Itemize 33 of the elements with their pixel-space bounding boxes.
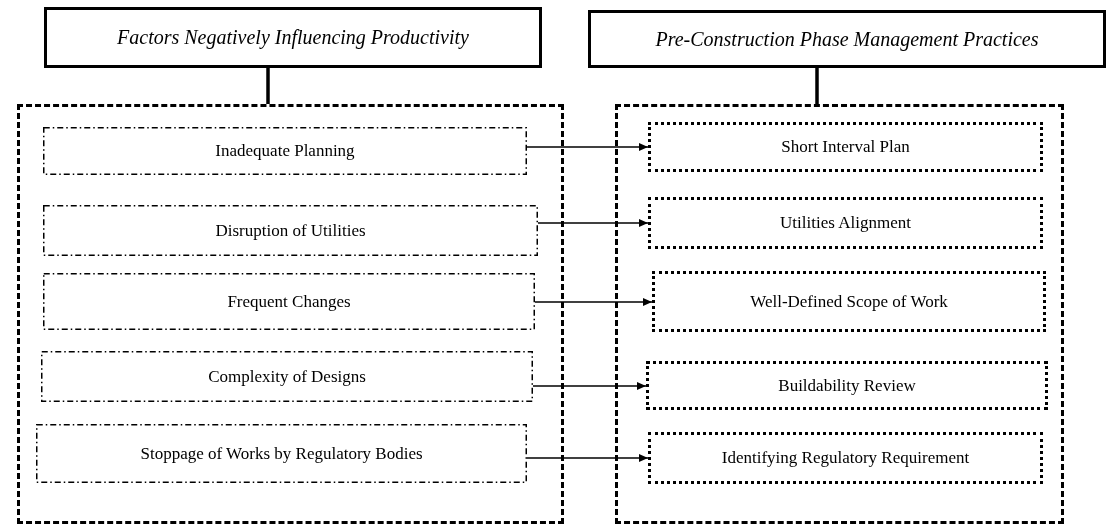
box-label: Disruption of Utilities: [215, 220, 366, 241]
box-label: Utilities Alignment: [780, 213, 911, 233]
box-label: Buildability Review: [778, 375, 916, 396]
factor-box: [41, 351, 533, 402]
box-label: Inadequate Planning: [215, 141, 355, 161]
factor-box: [43, 273, 535, 330]
connector-line: [815, 68, 819, 104]
box-label: Short Interval Plan: [781, 137, 910, 157]
dashed-group-box: [615, 104, 1064, 524]
arrow: [534, 298, 653, 306]
arrow: [537, 219, 649, 227]
practice-box: [652, 271, 1046, 332]
dashed-group-box: [17, 104, 564, 524]
heading-box: [44, 7, 542, 68]
heading-text: Pre-Construction Phase Management Practices: [655, 27, 1039, 51]
factor-box: [36, 424, 527, 483]
arrow: [532, 382, 647, 390]
box-label: Stoppage of Works by Regulatory Bodies: [140, 443, 423, 464]
heading-box: [588, 10, 1106, 68]
factor-box: [43, 205, 538, 256]
practice-box: [648, 432, 1043, 484]
factor-box: [43, 127, 527, 175]
heading-text: Factors Negatively Influencing Productivity: [117, 26, 469, 49]
practice-box: [646, 361, 1048, 410]
arrow: [526, 143, 649, 151]
box-label: Complexity of Designs: [208, 366, 366, 387]
box-label: Frequent Changes: [227, 291, 351, 312]
box-label: Well-Defined Scope of Work: [750, 291, 948, 312]
practice-box: [648, 197, 1043, 249]
arrow: [526, 454, 649, 462]
practice-box: [648, 122, 1043, 172]
connector-line: [266, 68, 270, 104]
box-label: Identifying Regulatory Requirement: [721, 448, 970, 468]
